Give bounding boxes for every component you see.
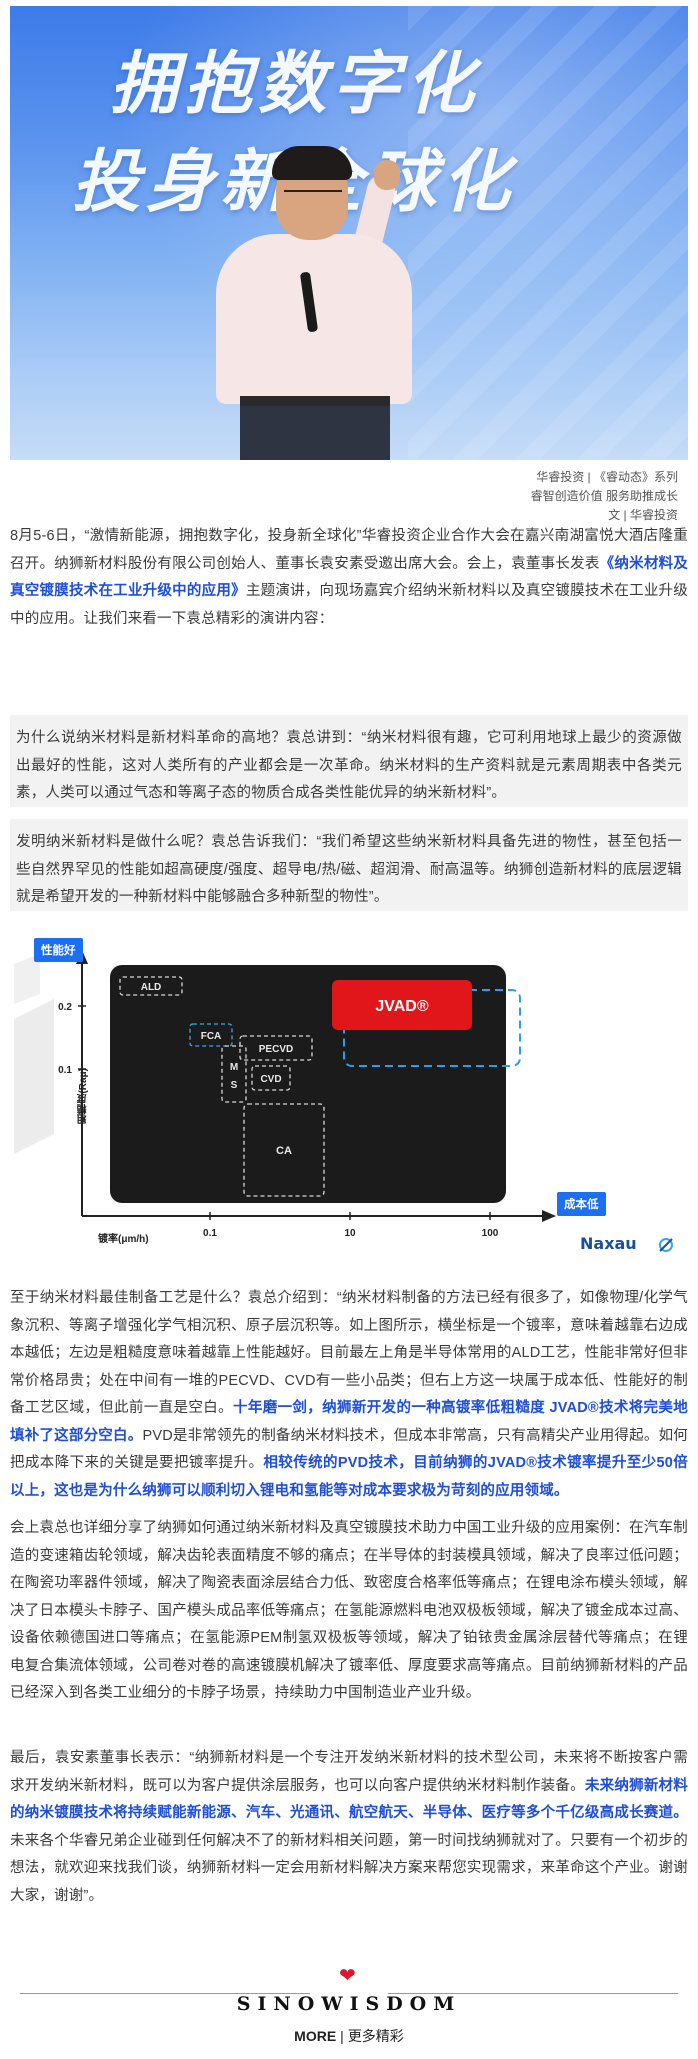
- brand-name: SINOWISDOM: [236, 1993, 462, 2015]
- region-label-jvad: JVAD®: [375, 998, 428, 1015]
- highlight-jvad: 十年磨一剑，纳狮新开发的一种高镀率低粗糙度 JVAD®技术将完美地填补了这部分空…: [10, 1400, 688, 1444]
- region-label-fca: FCA: [201, 1031, 222, 1042]
- region-label-ms-2: S: [231, 1080, 238, 1091]
- quote-block-1: 为什么说纳米材料是新材料革命的高地？袁总讲到：“纳米材料很有趣，它可利用地球上最…: [10, 715, 688, 807]
- y-tick-label: 0.2: [58, 1002, 72, 1013]
- closing-paragraph: 最后，袁安素董事长表示：“纳狮新材料是一个专注开发纳米新材料的技术型公司，未来将…: [10, 1750, 688, 1904]
- region-label-cvd: CVD: [260, 1074, 281, 1085]
- more-separator: |: [340, 2028, 344, 2044]
- x-tick-label: 0.1: [203, 1228, 217, 1239]
- process-comparison-chart: ALD FCA PECVD M S CVD CA JVAD® 0.2 0.1 0…: [14, 924, 686, 1270]
- speaker-figure: [206, 134, 426, 460]
- highlight-pvd: 相较传统的PVD技术，目前纳狮的JVAD®技术镀率提升至少50倍以上，这也是为什…: [10, 1455, 688, 1499]
- hero-slogan-line1: 拥抱数字化: [110, 45, 481, 124]
- region-label-pecvd: PECVD: [259, 1044, 293, 1055]
- photo-caption: 华睿投资 | 《睿动态》系列 睿智创造价值 服务助推成长 文 | 华睿投资: [531, 468, 678, 525]
- heart-icon: ❤: [339, 1965, 356, 1987]
- badge-low-cost: 成本低: [557, 1192, 606, 1216]
- chart-svg: ALD FCA PECVD M S CVD CA JVAD® 0.2 0.1 0…: [14, 950, 673, 1252]
- region-ca-box: [243, 1103, 325, 1197]
- naxau-logo-icon-stroke: [659, 1238, 673, 1252]
- y-axis-label: 粗糙度(Raμ): [78, 1068, 89, 1124]
- region-cvd-box: [251, 1065, 291, 1091]
- more-text: 更多精彩: [347, 2028, 404, 2044]
- region-label-ms: M: [230, 1062, 238, 1073]
- divider: [388, 1993, 678, 1994]
- decor-block: [14, 999, 54, 1154]
- region-ald-box: [119, 976, 183, 996]
- naxau-logo: Naxau: [580, 1234, 637, 1253]
- cases-paragraph: 会上袁总也详细分享了纳狮如何通过纳米新材料及真空镀膜技术助力中国工业升级的应用案…: [10, 1520, 688, 1701]
- region-label-ca: CA: [276, 1145, 292, 1157]
- region-pecvd-box: [239, 1035, 313, 1061]
- divider: [20, 1993, 310, 1994]
- process-paragraph: 至于纳米材料最佳制备工艺是什么？袁总介绍到：“纳米材料制备的方法已经有很多了，如…: [10, 1290, 688, 1499]
- more-label: MORE: [294, 2028, 337, 2044]
- quote-block-2: 发明纳米新材料是做什么呢？袁总告诉我们：“我们希望这些纳米新材料具备先进的物性，…: [10, 819, 688, 911]
- x-axis-label: 镀率(μm/h): [98, 1234, 149, 1245]
- intro-paragraph: 8月5-6日，“激情新能源，拥抱数字化，投身新全球化”华睿投资企业合作大会在嘉兴…: [10, 528, 688, 627]
- caption-line2: 睿智创造价值 服务助推成长: [530, 489, 678, 503]
- quote-text-2: 发明纳米新材料是做什么呢？袁总告诉我们：“我们希望这些纳米新材料具备先进的物性，…: [16, 834, 682, 905]
- decor-block: [14, 954, 40, 1004]
- region-jvad-box: [332, 980, 472, 1030]
- hero-photo: 拥抱数字化 投身新全球化: [10, 6, 688, 460]
- quote-text-1: 为什么说纳米材料是新材料革命的高地？袁总讲到：“纳米材料很有趣，它可利用地球上最…: [16, 730, 682, 801]
- badge-performance: 性能好: [34, 938, 83, 962]
- region-label-ald: ALD: [141, 982, 162, 993]
- more-link[interactable]: MORE|更多精彩: [0, 2026, 698, 2046]
- region-ms-box: [221, 1045, 247, 1103]
- caption-line1: 华睿投资 | 《睿动态》系列: [536, 470, 678, 484]
- caption-line3: 文 | 华睿投资: [608, 508, 678, 522]
- y-tick-label: 0.1: [58, 1065, 72, 1076]
- x-axis-arrow: [542, 1210, 556, 1222]
- region-fca-box: [189, 1023, 233, 1047]
- x-tick-label: 100: [482, 1228, 499, 1239]
- naxau-logo-icon: [659, 1238, 673, 1252]
- x-tick-label: 10: [344, 1228, 356, 1239]
- speech-title: 《纳米材料及真空镀膜技术在工业升级中的应用》: [10, 555, 688, 600]
- highlight-future: 未来纳狮新材料的纳米镀膜技术将持续赋能新能源、汽车、光通讯、航空航天、半导体、医…: [10, 1777, 688, 1822]
